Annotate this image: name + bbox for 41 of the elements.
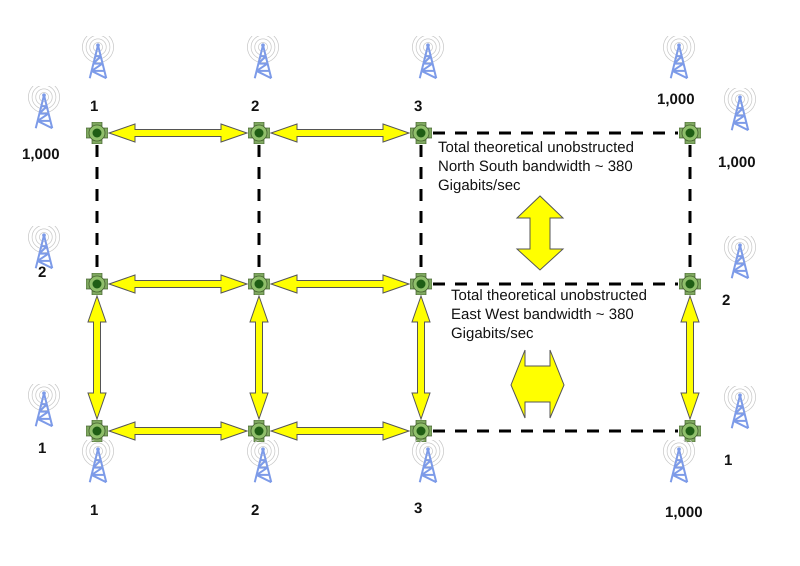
dashed-link (433, 430, 678, 432)
tower-number: 3 (414, 500, 422, 517)
double-arrow (107, 421, 249, 441)
network-switch-icon (410, 273, 432, 295)
double-arrow (107, 274, 249, 294)
tower-number: 2 (251, 502, 260, 519)
tower-number: 1 (38, 440, 46, 457)
network-switch-icon (410, 420, 432, 442)
double-arrow (269, 274, 411, 294)
network-switch-icon (410, 122, 432, 144)
double-arrow (411, 294, 431, 421)
network-switch-icon (86, 273, 108, 295)
tower-number: 1 (90, 98, 98, 115)
network-switch-icon (679, 273, 701, 295)
network-switch-icon (679, 122, 701, 144)
tower-number: 3 (414, 98, 422, 115)
tower-number: 2 (251, 98, 260, 115)
dashed-link (433, 132, 678, 134)
double-arrow (107, 123, 249, 143)
tower-number: 2 (722, 292, 730, 309)
double-arrow (269, 123, 411, 143)
tower-number: 1,000 (657, 91, 695, 108)
double-arrow (249, 294, 269, 421)
network-switch-icon (86, 420, 108, 442)
network-switch-icon (248, 122, 270, 144)
network-switch-icon (679, 420, 701, 442)
bandwidth-note: Total theoretical unobstructed North South bandwidth ~ 380 Gigabits/sec (438, 138, 635, 195)
network-switch-icon (248, 420, 270, 442)
double-arrow (269, 421, 411, 441)
dashed-link (433, 282, 678, 286)
double-arrow (87, 294, 107, 421)
tower-number: 1 (90, 502, 98, 519)
tower-number: 1,000 (718, 154, 756, 171)
tower-number: 1 (724, 452, 732, 469)
tower-number: 1,000 (665, 504, 703, 521)
network-switch-icon (248, 273, 270, 295)
double-arrow (680, 294, 700, 421)
tower-number: 2 (38, 264, 46, 281)
bandwidth-note: Total theoretical unobstructed East West bandwidth ~ 380 Gigabits/sec (451, 286, 648, 343)
tower-number: 1,000 (22, 146, 60, 163)
network-switch-icon (86, 122, 108, 144)
